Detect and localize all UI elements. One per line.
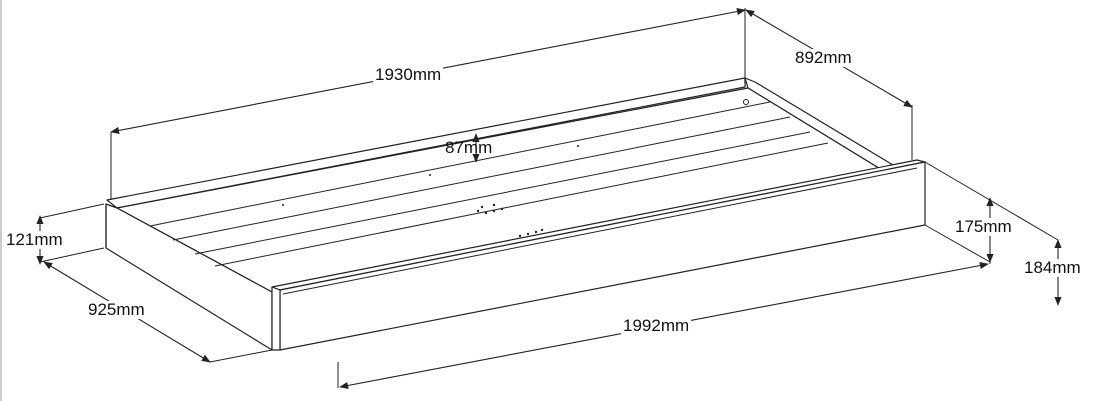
front-panel-edge	[271, 286, 281, 351]
fixture-dot	[484, 211, 488, 215]
fixture-dot	[282, 204, 284, 206]
dim-label-side-height: 121mm	[4, 230, 65, 249]
fixture-dot	[540, 228, 544, 232]
fixture-dot	[526, 232, 530, 236]
extension-line	[209, 349, 273, 363]
dim-label-front-height: 175mm	[953, 217, 1014, 236]
fixture-dot	[492, 203, 496, 207]
slat-line	[214, 142, 829, 267]
fixture-dot	[577, 145, 579, 147]
slat-line	[172, 116, 791, 241]
slat-line	[194, 131, 811, 255]
extension-line	[39, 203, 105, 219]
fixture-dot	[492, 209, 496, 213]
fixture-dot	[476, 209, 480, 213]
dim-label-width-outer: 925mm	[86, 300, 147, 319]
dim-label-slat-offset: 87mm	[445, 138, 493, 157]
fixture-dot	[518, 234, 522, 238]
dim-label-total-height: 184mm	[1022, 258, 1083, 277]
fixture-dot	[429, 174, 431, 176]
fixture-dot	[500, 207, 504, 211]
fixture-dot	[480, 205, 484, 209]
dim-label-length-inner: 1930mm	[373, 65, 444, 84]
dim-label-length-outer: 1992mm	[621, 316, 692, 335]
extension-line	[924, 224, 991, 263]
fixture-dot	[534, 230, 538, 234]
extension-line	[39, 247, 105, 263]
dim-label-width-inner: 892mm	[793, 48, 854, 67]
